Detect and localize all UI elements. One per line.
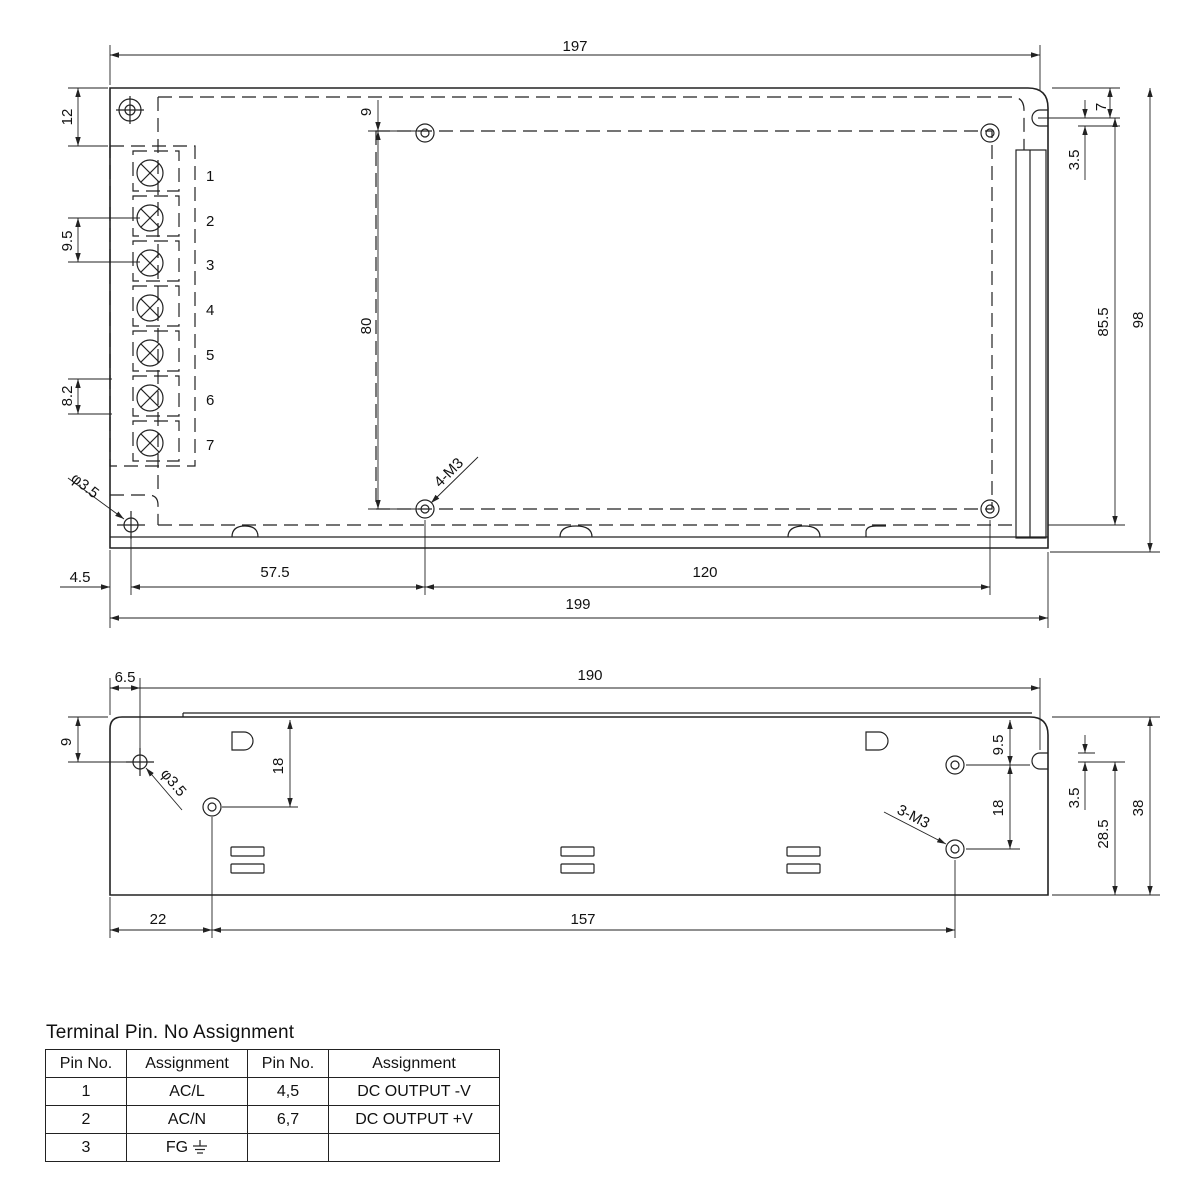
top-view-inner-outline: [157, 96, 1025, 526]
hole-label: φ3.5: [157, 766, 190, 800]
table-cell: AC/N: [126, 1105, 248, 1134]
dim-38: 38: [1130, 800, 1147, 817]
arrow-icon: [430, 456, 479, 504]
dim-199: 199: [565, 596, 590, 613]
dim-6-5: 6.5: [115, 669, 136, 686]
arrow-icon: [67, 477, 125, 520]
dim-157: 157: [570, 911, 595, 928]
terminal-screw-icon: [132, 375, 180, 417]
table-header-row: Pin No. Assignment Pin No. Assignment: [45, 1049, 500, 1078]
table-cell: FG: [126, 1133, 248, 1162]
terminal-screw-icon: [132, 330, 180, 372]
dim-120: 120: [692, 564, 717, 581]
hole-label: φ3.5: [68, 470, 103, 502]
table-header: Assignment: [126, 1049, 248, 1078]
corner-screw-icon: [116, 96, 144, 124]
side-flange: [1015, 149, 1047, 539]
table-cell: [328, 1133, 500, 1162]
dim-4-5: 4.5: [70, 569, 91, 586]
terminal-assignment-table: Pin No. Assignment Pin No. Assignment 1 …: [45, 1049, 500, 1162]
terminal-block: [109, 145, 196, 467]
dim-9-5: 9.5: [990, 735, 1007, 756]
table-header: Assignment: [328, 1049, 500, 1078]
dim-18: 18: [990, 800, 1007, 817]
table-row: 3 FG: [45, 1133, 500, 1162]
mount-hole-icon: [126, 748, 154, 776]
dim-190: 190: [577, 667, 602, 684]
table-cell: [247, 1133, 329, 1162]
table-cell: 2: [45, 1105, 127, 1134]
terminal-label: 6: [206, 392, 214, 409]
dim-18: 18: [270, 758, 287, 775]
table-cell: 4,5: [247, 1077, 329, 1106]
table-cell: DC OUTPUT +V: [328, 1105, 500, 1134]
dim-12: 12: [59, 109, 76, 126]
table-row: 2 AC/N 6,7 DC OUTPUT +V: [45, 1105, 500, 1134]
mount-screw-icon: [202, 755, 965, 859]
dim-197: 197: [562, 38, 587, 55]
dim-57-5: 57.5: [260, 564, 289, 581]
ground-symbol-icon: [193, 1140, 208, 1154]
dim-28-5: 28.5: [1095, 819, 1112, 848]
top-view: 1 2 3 4 5 6 7 197 12 9 80 9.5: [59, 38, 1160, 628]
mount-screw-icon: [415, 123, 1000, 519]
dim-98: 98: [1130, 312, 1147, 329]
terminal-screw-icon: [132, 195, 180, 237]
table-cell: 3: [45, 1133, 127, 1162]
terminal-screw-icon: [132, 285, 180, 327]
table-cell: 6,7: [247, 1105, 329, 1134]
table-cell: DC OUTPUT -V: [328, 1077, 500, 1106]
side-view-outline: [109, 716, 1049, 896]
table-cell: 1: [45, 1077, 127, 1106]
dim-8-2: 8.2: [59, 386, 76, 407]
table-header: Pin No.: [45, 1049, 127, 1078]
terminal-label: 2: [206, 213, 214, 230]
top-view-outline: [109, 87, 1049, 549]
dim-9: 9: [358, 108, 375, 116]
dim-85-5: 85.5: [1095, 307, 1112, 336]
dim-80: 80: [358, 318, 375, 335]
table-header: Pin No.: [247, 1049, 329, 1078]
vent-slots: [230, 846, 821, 874]
pcb-mounting-area: [375, 130, 993, 510]
terminal-label: 7: [206, 437, 214, 454]
dim-9: 9: [58, 738, 75, 746]
terminal-labels: 1 2 3 4 5 6 7: [206, 168, 214, 454]
terminal-screw-icon: [132, 150, 180, 192]
table-title: Terminal Pin. No Assignment: [46, 1022, 295, 1043]
dim-3-5: 3.5: [1066, 150, 1083, 171]
mount-hole-icon: [117, 511, 145, 539]
dim-3-5: 3.5: [1066, 788, 1083, 809]
table-row: 1 AC/L 4,5 DC OUTPUT -V: [45, 1077, 500, 1106]
table-cell: AC/L: [126, 1077, 248, 1106]
mechanical-drawing: 1 2 3 4 5 6 7 197 12 9 80 9.5: [58, 38, 1160, 938]
dim-9-5: 9.5: [59, 231, 76, 252]
dim-7: 7: [1093, 103, 1110, 111]
arrow-icon: [883, 811, 947, 845]
dim-22: 22: [150, 911, 167, 928]
terminal-label: 5: [206, 347, 214, 364]
terminal-label: 4: [206, 302, 214, 319]
side-view: 6.5 190 9 18 9.5 18 3.5 28.5 38: [58, 667, 1160, 938]
terminal-label: 3: [206, 257, 214, 274]
terminal-screw-icon: [132, 240, 180, 282]
terminal-label: 1: [206, 168, 214, 185]
arrow-icon: [145, 767, 183, 811]
table-cell-text: FG: [165, 1138, 189, 1156]
terminal-screw-icon: [132, 420, 180, 462]
